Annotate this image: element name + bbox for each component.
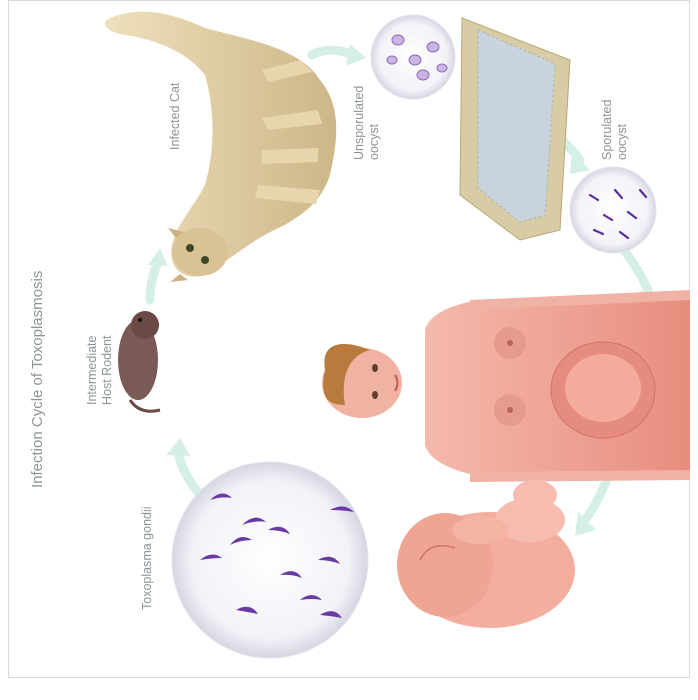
litter-box [460, 18, 570, 240]
label-toxoplasma-gondii: Toxoplasma gondii [140, 506, 155, 610]
arrow-cat-to-oocyst [312, 50, 352, 55]
label-intermediate-host: Intermediate Host Rodent [85, 336, 115, 405]
sporulated-oocyst-dish [570, 167, 656, 253]
cat-illustration [105, 12, 336, 282]
diagram-title: Infection Cycle of Toxoplasmosis [29, 271, 46, 488]
pregnant-woman-illustration [322, 290, 690, 482]
arrow-gondii-to-rodent [178, 450, 200, 495]
infant-illustration [397, 480, 575, 628]
label-unsporulated-oocyst: Unsporulated oocyst [352, 86, 382, 160]
arrow-sporulated-to-woman [620, 245, 650, 295]
label-infected-cat: Infected Cat [168, 83, 183, 150]
unsporulated-oocyst-dish [371, 15, 455, 99]
rodent-illustration [118, 311, 160, 411]
arrow-rodent-to-cat [150, 262, 158, 300]
label-sporulated-oocyst: Sporulated oocyst [600, 100, 630, 160]
toxoplasma-gondii-dish [172, 462, 368, 658]
